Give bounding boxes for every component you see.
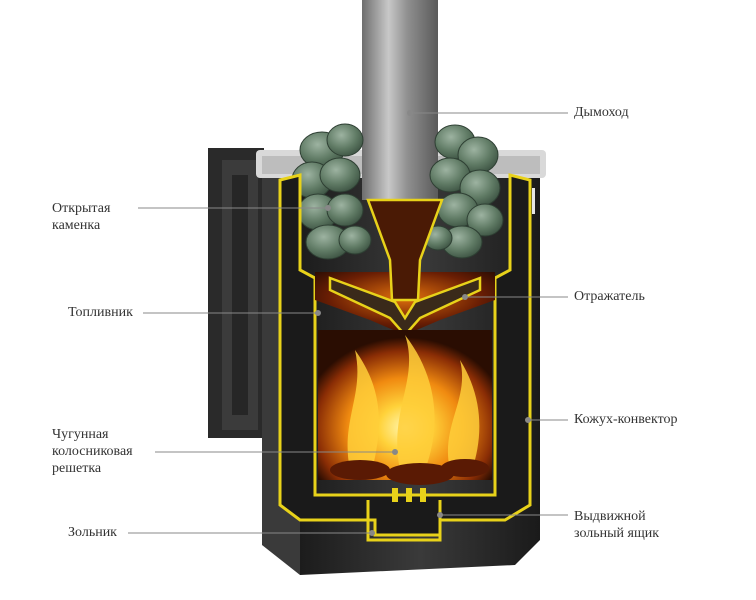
label-firebox: Топливник [68,305,133,320]
cast-iron-grate [392,488,426,502]
label-ash-drawer-line1: Выдвижной [574,509,646,524]
label-ash-drawer: Выдвижной зольный ящик [574,508,659,542]
label-reflector: Отражатель [574,289,645,304]
flame-tongues [347,335,480,470]
burning-logs [330,459,489,485]
label-grate-line3: решетка [52,461,102,476]
chimney-pipe [362,0,438,200]
chimney-baffle [366,198,444,302]
label-chimney: Дымоход [574,105,629,120]
label-grate: Чугунная колосниковая решетка [52,426,133,477]
label-casing-convector: Кожух-конвектор [574,412,678,427]
label-ashpit: Зольник [68,525,117,540]
label-grate-line1: Чугунная [52,427,109,442]
label-open-heater-line2: каменка [52,218,101,233]
heater-stones [291,123,504,260]
stove-back-panel [208,148,264,438]
label-open-heater-line1: Открытая [52,201,111,216]
label-grate-line2: колосниковая [52,444,133,459]
label-open-heater: Открытая каменка [52,200,110,234]
label-ash-drawer-line2: зольный ящик [574,526,660,541]
leader-lines [128,110,568,536]
reflector-plate [328,276,482,337]
ash-drawer [366,500,442,542]
